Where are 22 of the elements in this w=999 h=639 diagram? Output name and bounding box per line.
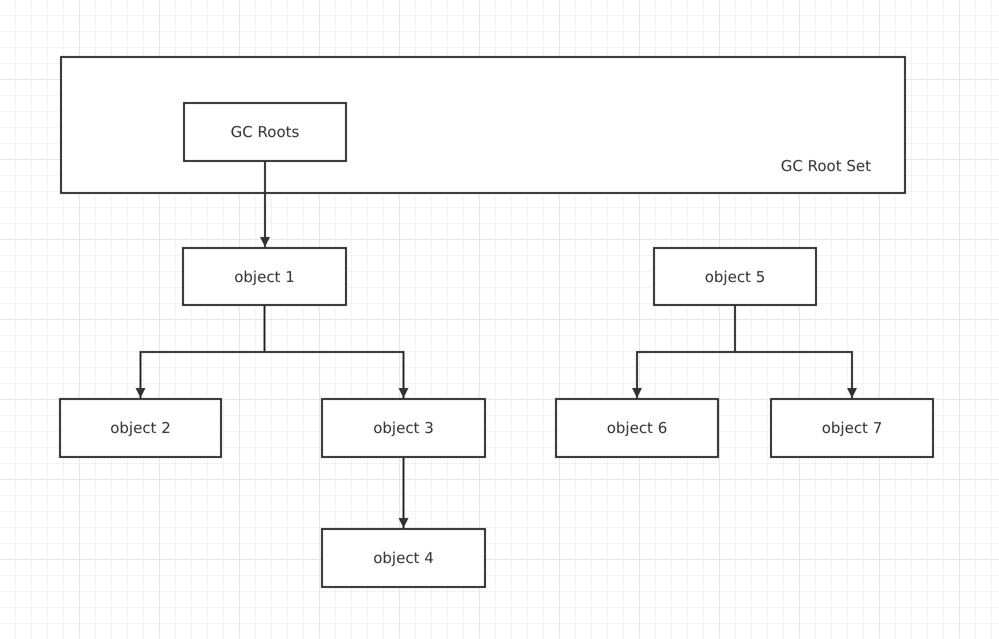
group-box — [60, 56, 906, 194]
arrow — [264, 306, 408, 398]
node-label: object 2 — [110, 419, 171, 437]
arrow — [734, 306, 857, 398]
group-label: GC Root Set — [780, 157, 871, 175]
node-label: object 7 — [822, 419, 882, 437]
process-box — [770, 398, 934, 458]
arrow — [398, 458, 408, 528]
node-label: object 5 — [704, 268, 766, 286]
process-box — [59, 398, 222, 458]
node-label: object 3 — [373, 419, 434, 437]
process-box — [555, 398, 719, 458]
node-label: object 6 — [606, 419, 668, 437]
node-label: object 4 — [373, 549, 434, 567]
process-box — [321, 398, 486, 458]
node-label: GC Roots — [230, 123, 300, 141]
arrow — [260, 162, 270, 247]
process-box — [182, 247, 347, 306]
node-label: object 1 — [234, 268, 295, 286]
process-box — [183, 102, 347, 162]
process-box — [321, 528, 486, 588]
process-box — [653, 247, 817, 306]
